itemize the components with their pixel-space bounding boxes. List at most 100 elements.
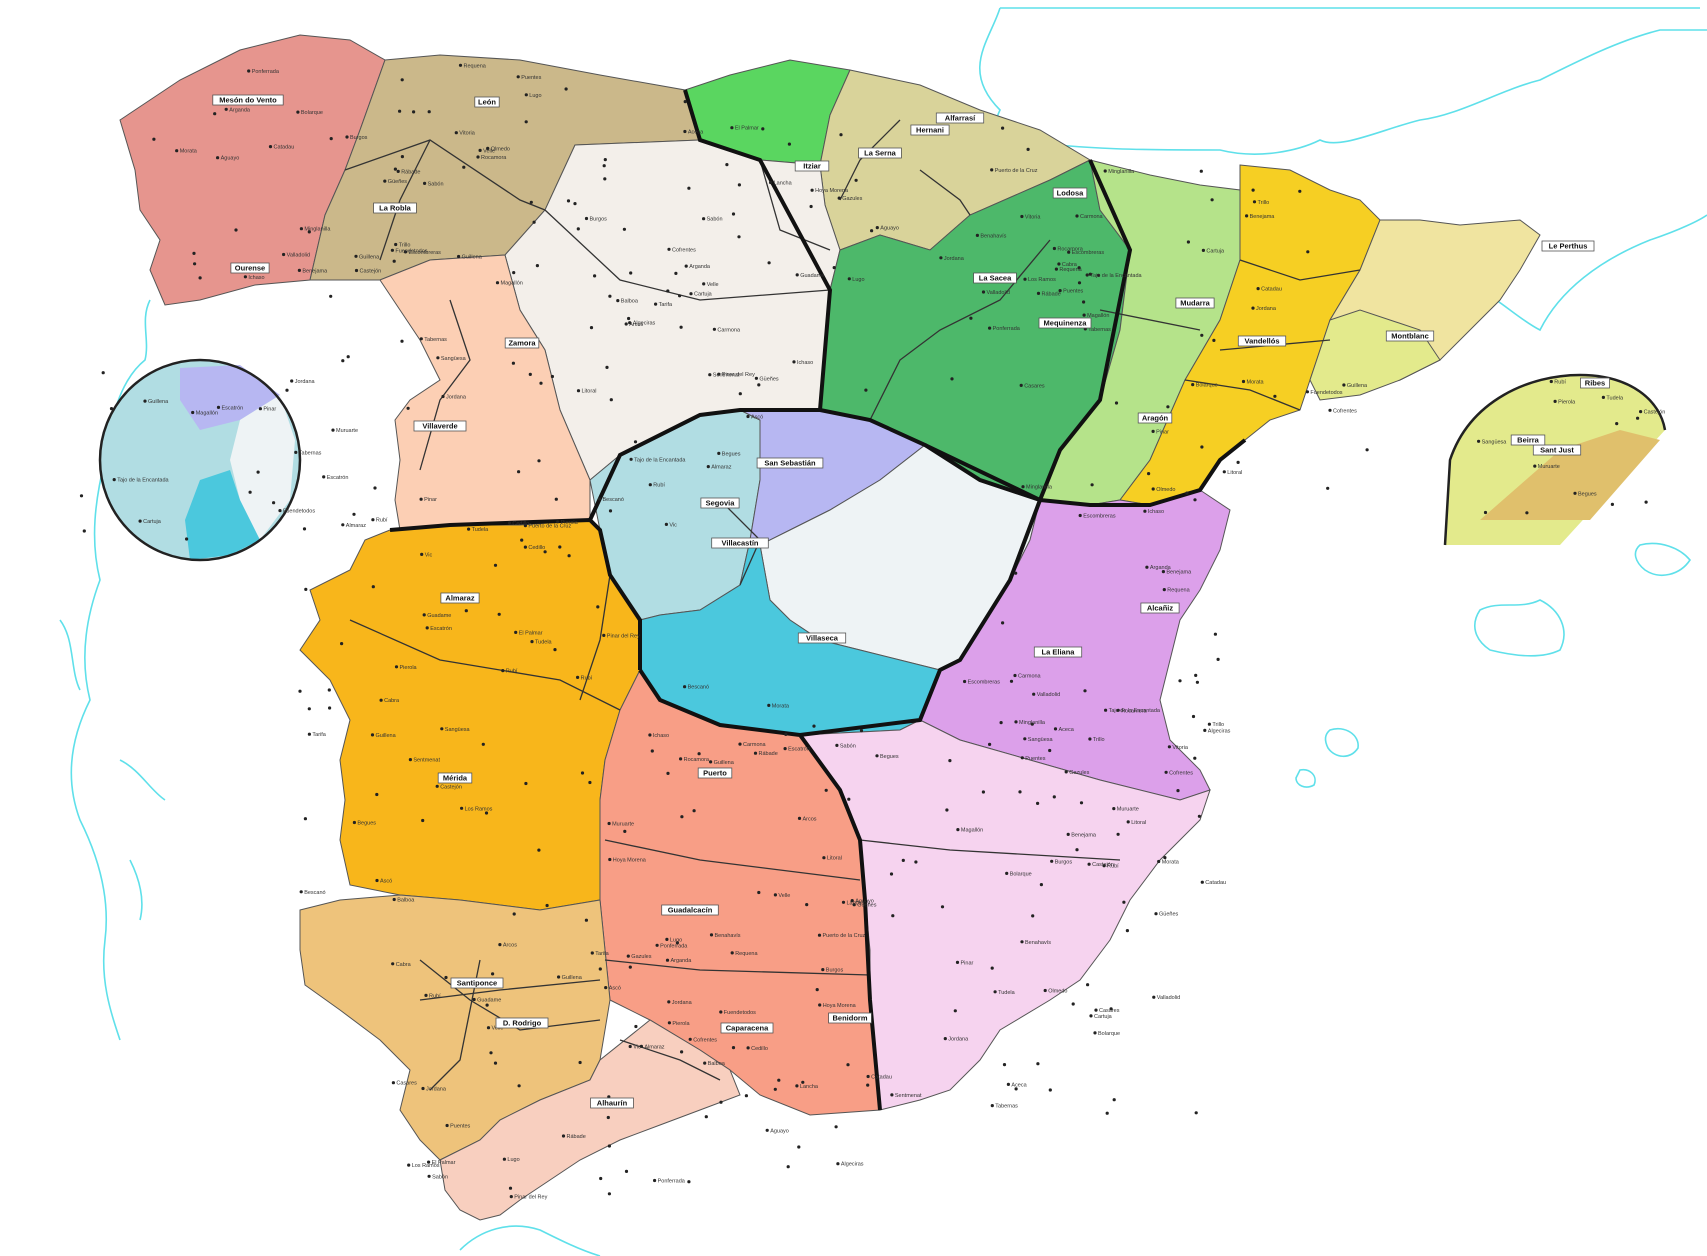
place-dot	[535, 264, 540, 268]
place-label: Sentmenat	[413, 758, 440, 764]
place-dot	[1082, 313, 1086, 317]
place-dot	[623, 829, 627, 834]
place-label: Sabón	[432, 1174, 448, 1180]
place-dot	[340, 642, 344, 646]
place-dot	[761, 127, 765, 131]
place-dot	[1241, 379, 1246, 384]
hub-label: Sant Just	[1532, 444, 1582, 456]
place-label: Aguayo	[855, 899, 874, 905]
place-label: Jordana	[426, 1087, 447, 1093]
place-dot	[1071, 1002, 1075, 1006]
place-label: Puentes	[1063, 289, 1083, 295]
svg-text:Hernani: Hernani	[916, 126, 944, 135]
place-dot	[371, 518, 375, 522]
place-dot	[1036, 291, 1041, 295]
place-dot	[390, 248, 394, 252]
place-dot	[616, 299, 620, 303]
place-dot	[629, 271, 633, 275]
svg-text:Montblanc: Montblanc	[1391, 332, 1429, 341]
place-dot	[1197, 814, 1201, 818]
place-dot	[1213, 632, 1217, 636]
svg-text:León: León	[478, 98, 496, 107]
place-dot	[1483, 510, 1488, 515]
place-label: Sangüesa	[441, 356, 467, 362]
place-dot	[767, 703, 771, 708]
place-dot	[866, 1074, 870, 1079]
place-label: Magallón	[196, 411, 218, 417]
place-dot	[1194, 673, 1198, 678]
place-label: Fuendetodos	[395, 248, 427, 254]
place-dot	[589, 326, 594, 330]
place-label: Cedillo	[751, 1046, 768, 1052]
place-dot	[1083, 689, 1087, 693]
place-dot	[810, 188, 814, 192]
place-dot	[1615, 422, 1619, 426]
place-label: Balboa	[708, 1061, 726, 1067]
place-label: Cofrentes	[1169, 770, 1193, 776]
place-dot	[864, 388, 868, 392]
place-label: Tudela	[535, 640, 553, 646]
place-label: Begues	[1578, 491, 1597, 497]
place-label: Escatrón	[430, 626, 452, 632]
place-label: Escatrón	[222, 405, 244, 411]
place-dot	[564, 87, 568, 91]
place-label: Litoral	[1227, 470, 1242, 476]
place-dot	[674, 271, 678, 275]
place-dot	[648, 733, 652, 737]
place-label: Magallón	[1087, 313, 1109, 319]
place-dot	[1167, 745, 1171, 749]
place-dot	[328, 706, 332, 710]
hub-label: Zamora	[504, 337, 540, 349]
place-dot	[757, 890, 761, 895]
place-label: Aguayo	[770, 1128, 789, 1134]
place-dot	[464, 609, 468, 613]
place-dot	[143, 399, 147, 403]
place-label: Lugo	[507, 1157, 519, 1163]
place-dot	[543, 550, 547, 554]
place-dot	[400, 78, 404, 82]
place-dot	[815, 988, 819, 992]
place-dot	[307, 707, 311, 711]
place-dot	[1064, 770, 1068, 774]
place-dot	[767, 261, 771, 265]
place-dot	[307, 732, 311, 736]
place-dot	[532, 220, 536, 224]
place-dot	[1077, 281, 1082, 285]
place-dot	[1644, 500, 1648, 504]
place-dot	[1176, 789, 1180, 793]
place-label: Requena	[735, 951, 758, 957]
place-label: Minglanilla	[304, 227, 331, 233]
place-dot	[481, 742, 485, 746]
place-dot	[608, 857, 612, 862]
place-dot	[524, 93, 528, 97]
place-label: Rubí	[1554, 380, 1566, 386]
place-dot	[783, 747, 787, 751]
place-dot	[576, 227, 580, 231]
place-dot	[1020, 940, 1024, 944]
place-label: Jordana	[295, 379, 316, 385]
place-label: Sentmenat	[895, 1093, 922, 1099]
hub-label: Beirra	[1510, 434, 1546, 446]
hub-label: Caparacena	[720, 1022, 774, 1034]
place-label: Arcos	[803, 816, 817, 822]
place-dot	[554, 497, 558, 501]
place-dot	[175, 149, 179, 153]
place-dot	[588, 780, 592, 785]
place-label: Bolarque	[301, 110, 323, 116]
place-dot	[408, 758, 412, 762]
place-dot	[1057, 262, 1061, 266]
hub-label: Itziar	[794, 160, 830, 172]
place-label: Requena	[1059, 267, 1082, 273]
hub-label: Hernani	[910, 124, 950, 136]
place-dot	[1032, 692, 1036, 696]
place-label: Burgos	[350, 135, 368, 141]
place-dot	[1326, 486, 1330, 490]
hub-label: Vandellós	[1237, 335, 1287, 347]
place-dot	[1102, 864, 1106, 868]
place-dot	[278, 509, 282, 513]
place-label: Valladolid	[987, 290, 1010, 296]
place-dot	[578, 1060, 582, 1065]
place-dot	[1050, 859, 1054, 863]
place-label: Puentes	[450, 1124, 470, 1130]
place-dot	[392, 897, 396, 902]
